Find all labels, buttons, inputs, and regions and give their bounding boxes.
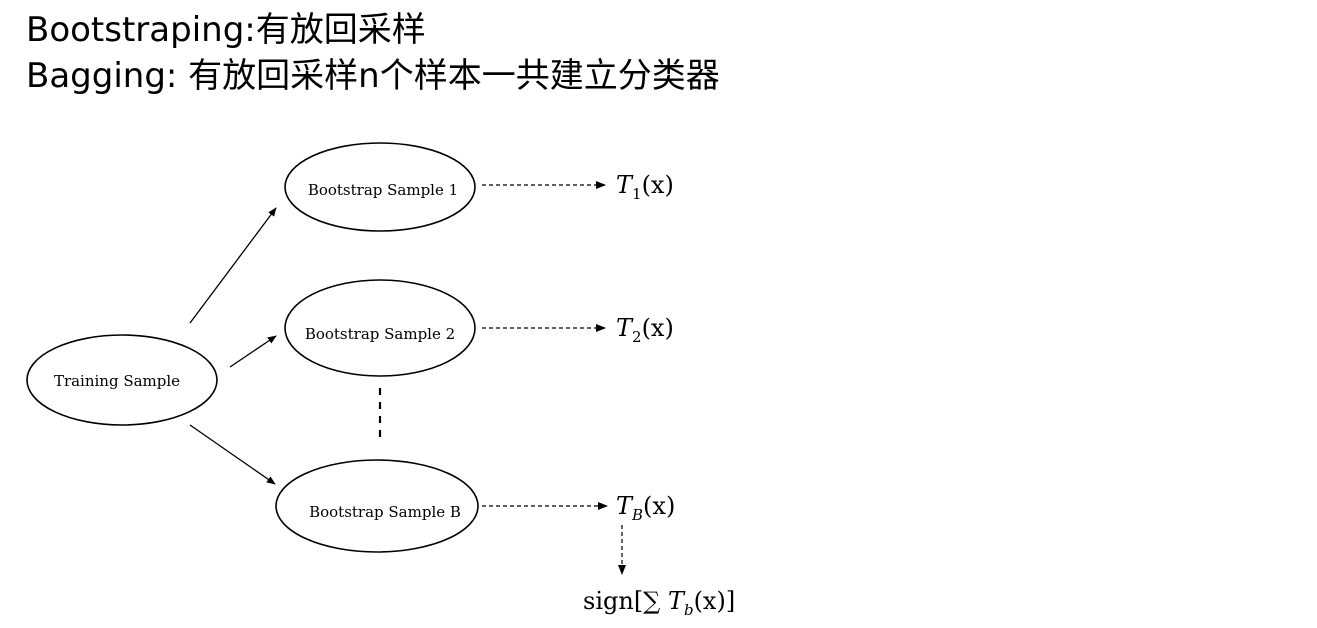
heading-bagging: Bagging: 有放回采样n个样本一共建立分类器 (26, 56, 720, 96)
heading-bagging-term: Bagging: (26, 56, 178, 96)
output-t2-base: T (616, 314, 634, 342)
bootstrap-sample-2-node: Bootstrap Sample 2 (284, 279, 476, 377)
output-t1-arg: (x) (642, 171, 674, 199)
arrow-to-bootstrap-2 (229, 335, 277, 368)
aggregate-base: T (668, 587, 686, 615)
bootstrap-sample-2-ellipse (284, 279, 476, 377)
aggregate-output: sign[∑ Tb(x)] (583, 587, 735, 619)
bootstrap-sample-1-label: Bootstrap Sample 1 (308, 181, 458, 199)
bootstrap-sample-1-ellipse (284, 142, 476, 232)
arrow-to-bootstrap-1 (189, 207, 277, 324)
output-t1-base: T (616, 171, 634, 199)
output-t2-arg: (x) (642, 314, 674, 342)
heading-bootstraping: Bootstraping:有放回采样 (26, 10, 426, 50)
bootstrap-sample-b-node: Bootstrap Sample B (275, 459, 479, 553)
bootstrap-sample-b-label: Bootstrap Sample B (309, 503, 461, 521)
output-tb-sub: B (631, 506, 643, 524)
output-t2-sub: 2 (632, 328, 642, 346)
output-t2: T2(x) (616, 314, 674, 346)
output-t1-sub: 1 (632, 185, 642, 203)
output-tb-arg: (x) (643, 492, 675, 520)
training-sample-label: Training Sample (54, 372, 180, 390)
aggregate-suffix: (x)] (694, 587, 736, 615)
training-sample-ellipse (26, 334, 218, 426)
output-tb: TB(x) (616, 492, 675, 524)
bootstrap-sample-2-label: Bootstrap Sample 2 (305, 325, 455, 343)
bootstrap-sample-b-ellipse (275, 459, 479, 553)
training-sample-node: Training Sample (26, 334, 218, 426)
bootstrap-sample-1-node: Bootstrap Sample 1 (284, 142, 476, 232)
output-tb-base: T (616, 492, 634, 520)
heading-bagging-desc: 有放回采样n个样本一共建立分类器 (177, 56, 720, 96)
aggregate-sub: b (684, 601, 694, 619)
heading-bootstraping-desc: 有放回采样 (255, 10, 426, 50)
aggregate-prefix: sign[∑ (583, 587, 668, 615)
arrow-to-bootstrap-b (189, 424, 276, 485)
output-t1: T1(x) (616, 171, 674, 203)
heading-bootstraping-term: Bootstraping: (26, 10, 256, 50)
